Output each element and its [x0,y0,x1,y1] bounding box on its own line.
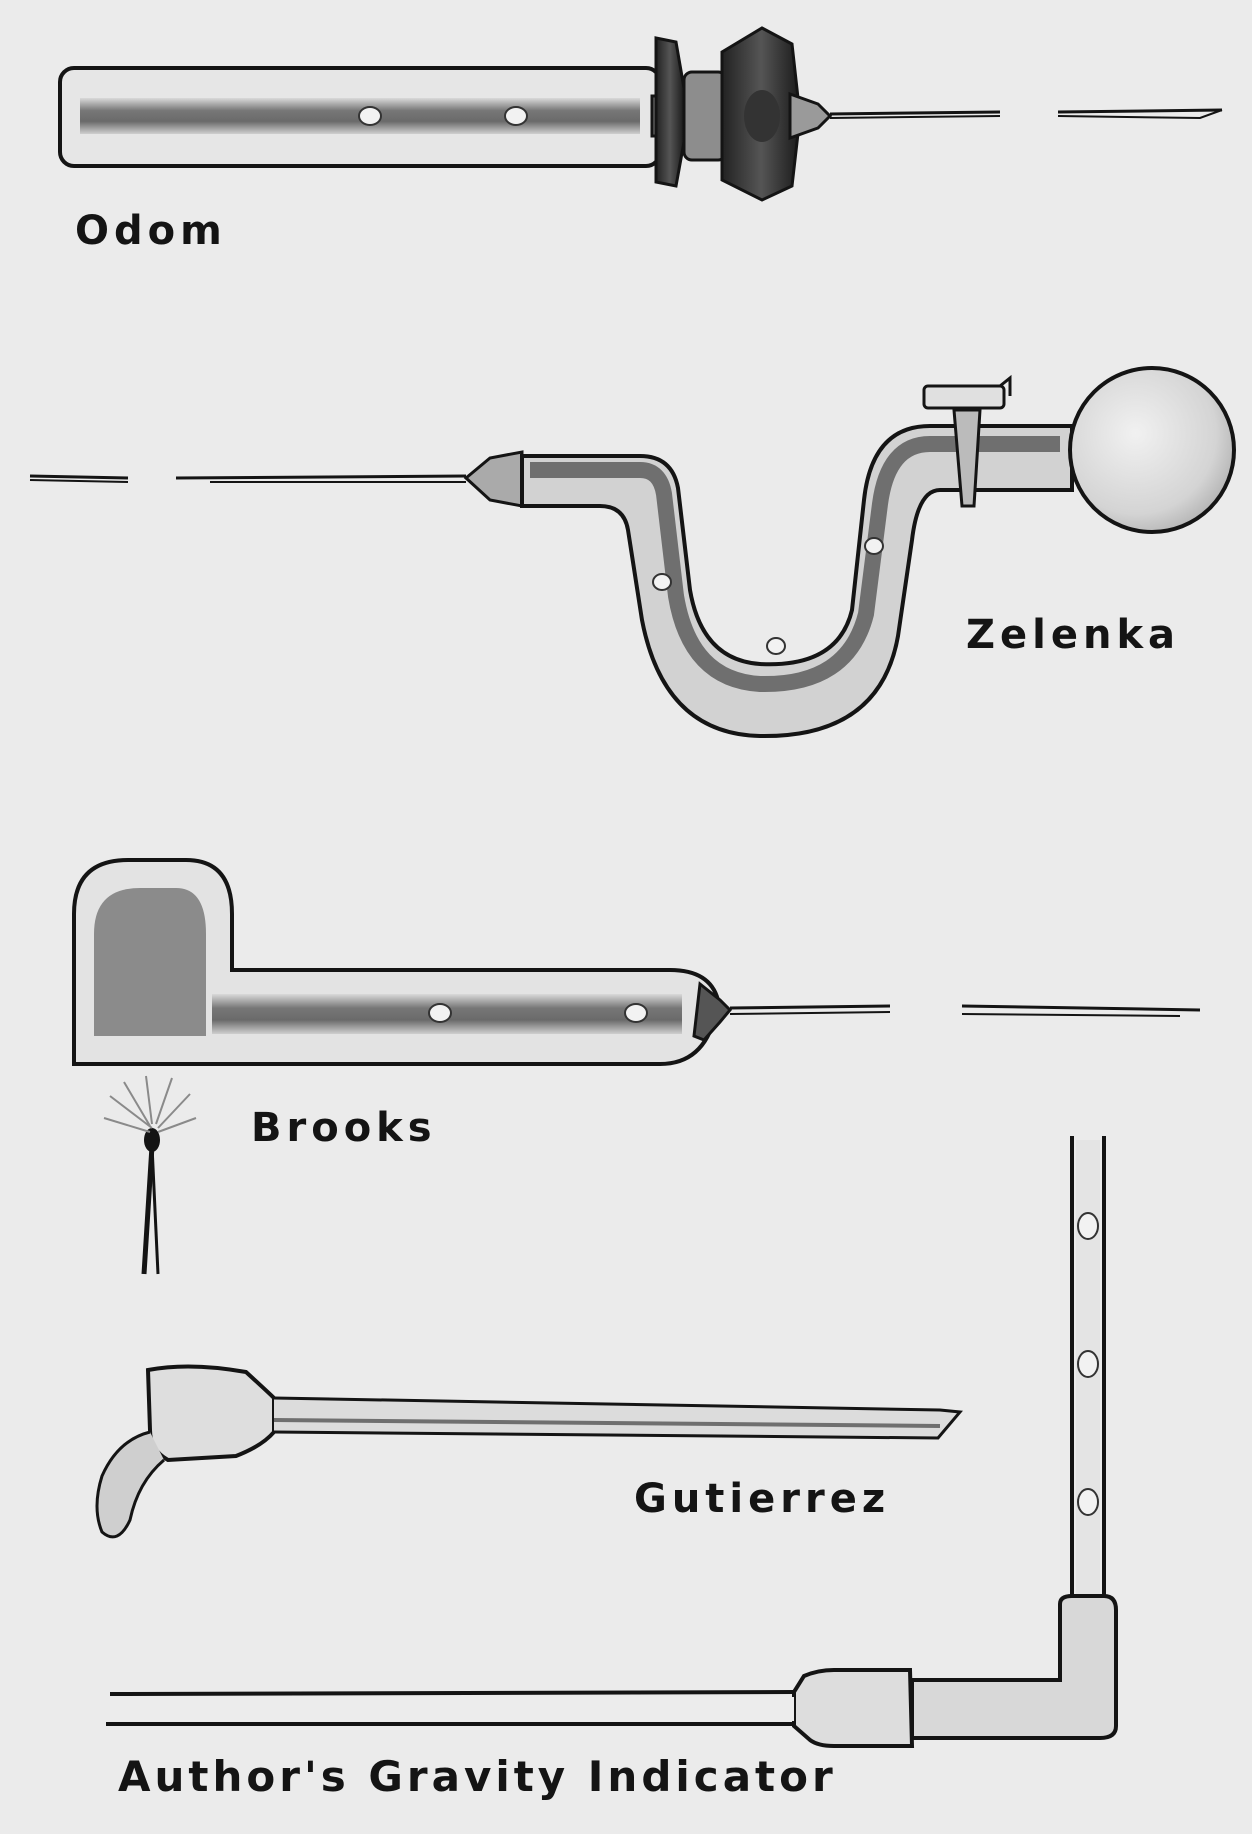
zelenka-instrument [29,366,1236,739]
brooks-label: Brooks [251,1105,437,1151]
zelenka-label: Zelenka [966,612,1181,658]
gutierrez-instrument [95,1364,963,1539]
odom-instrument [58,26,1223,202]
gravity-indicator-instrument [106,1136,1118,1748]
author-gravity-indicator-label: Author's Gravity Indicator [118,1752,837,1801]
match-flame [103,1075,197,1275]
brooks-instrument [72,858,1201,1275]
odom-label: Odom [75,208,227,254]
gutierrez-label: Gutierrez [634,1476,891,1522]
